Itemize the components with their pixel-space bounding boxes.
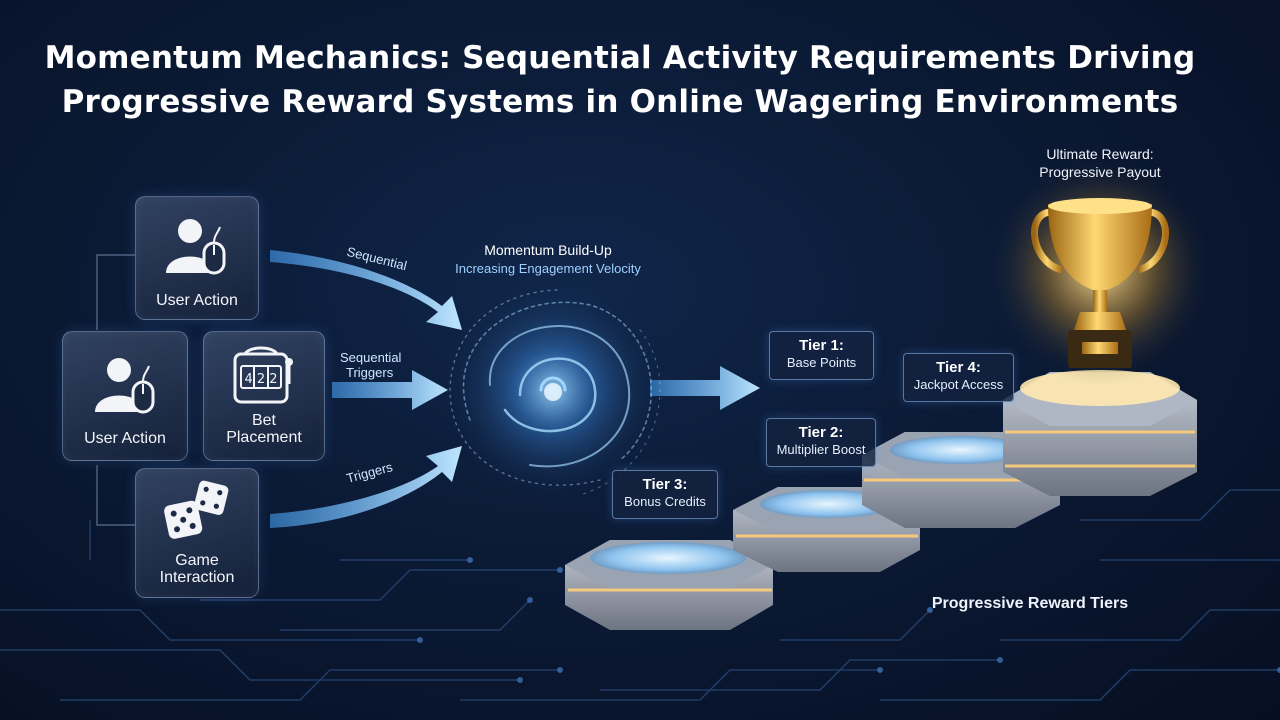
tier-desc: Jackpot Access [913, 377, 1004, 392]
tier-desc: Base Points [786, 355, 857, 370]
slot-reels: 4 2 2 [244, 372, 277, 387]
arrow-top [270, 250, 462, 330]
tier-name: Tier 2: [798, 424, 844, 441]
momentum-title: Momentum Build-Up [484, 242, 612, 258]
dice-icon [164, 480, 229, 539]
card-label-line-1: Bet [251, 412, 276, 429]
card-label-line-2: Placement [226, 429, 302, 446]
input-card-bet-placement: 4 2 2 Bet Placement [203, 331, 325, 461]
ultimate-line-2: Progressive Payout [1039, 164, 1161, 180]
tier-desc: Bonus Credits [624, 494, 706, 509]
tier-label-3: Tier 3: Bonus Credits [612, 470, 718, 519]
flow-label-middle-line-2: Triggers [346, 365, 394, 380]
tier-name: Tier 4: [936, 359, 981, 376]
momentum-subtitle: Increasing Engagement Velocity [455, 261, 641, 276]
tier-name: Tier 1: [799, 337, 844, 354]
input-card-user-action-top: User Action [135, 196, 259, 320]
momentum-vortex [438, 275, 668, 505]
input-card-game-interaction: Game Interaction [135, 468, 259, 598]
ultimate-reward-label: Ultimate Reward: Progressive Payout [1010, 145, 1190, 181]
input-connectors [96, 254, 135, 526]
tier-name: Tier 3: [642, 476, 688, 493]
flow-arrows [270, 250, 760, 528]
arrow-middle [332, 370, 448, 410]
tier-label-4: Tier 4: Jackpot Access [903, 353, 1014, 402]
user-mouse-icon [95, 358, 155, 414]
card-label-line-1: Game [175, 552, 219, 569]
title-line-2: Progressive Reward Systems in Online Wag… [61, 84, 1179, 120]
arrow-to-tiers [650, 366, 760, 410]
user-mouse-icon [166, 219, 226, 275]
trophy-icon [985, 155, 1215, 385]
circuit-nodes [417, 557, 1280, 683]
tier-label-1: Tier 1: Base Points [769, 331, 874, 380]
ultimate-line-1: Ultimate Reward: [1046, 146, 1154, 162]
tiers-caption: Progressive Reward Tiers [931, 595, 1129, 612]
title-line-1: Momentum Mechanics: Sequential Activity … [44, 40, 1196, 76]
card-label: User Action [156, 292, 238, 309]
arrow-bottom [270, 446, 462, 528]
card-label: User Action [84, 430, 166, 447]
card-label-line-2: Interaction [159, 569, 235, 586]
circuit-pattern [0, 489, 1280, 701]
input-card-user-action-middle: User Action [62, 331, 188, 461]
slot-machine-icon: 4 2 2 [233, 346, 293, 404]
page-title: Momentum Mechanics: Sequential Activity … [0, 36, 1240, 124]
tier-platforms [565, 370, 1197, 630]
flow-label-middle-line-1: Sequential [340, 350, 402, 365]
platform-top [1003, 370, 1197, 496]
tier-label-2: Tier 2: Multiplier Boost [766, 418, 876, 467]
tier-desc: Multiplier Boost [776, 442, 866, 457]
platform-tier-3 [565, 540, 773, 630]
